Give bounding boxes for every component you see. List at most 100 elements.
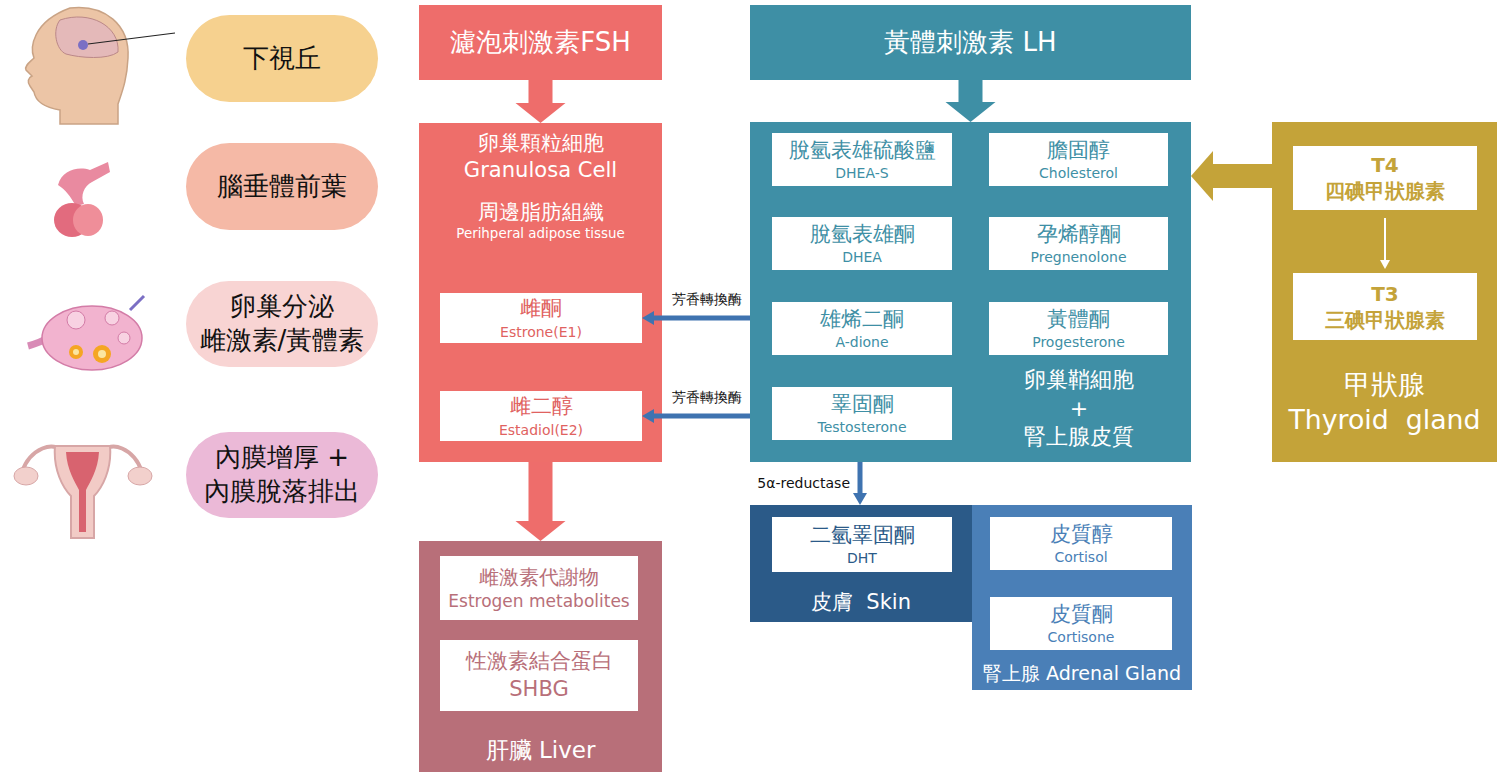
node-text: 脫氫表雄酮 <box>810 221 915 248</box>
node-box: 卵巢顆粒細胞Granulosa Cell周邊脂肪組織Perihperal adi… <box>419 123 662 462</box>
text-holder: 濾泡刺激素FSH <box>419 5 662 80</box>
text-holder: T4四碘甲狀腺素 <box>1293 146 1477 210</box>
text-holder: 孕烯醇酮Pregnenolone <box>989 217 1168 270</box>
node-text: Estadiol(E2) <box>499 421 583 439</box>
edge-label: 芳香轉換酶 <box>672 389 742 406</box>
node-text: 腦垂體前葉 <box>217 170 347 204</box>
node-text: Testosterone <box>817 418 906 436</box>
node-text: 孕烯醇酮 <box>1037 221 1121 248</box>
text-holder: 睪固酮Testosterone <box>772 387 952 440</box>
node-text: 肝臟 Liver <box>419 736 662 766</box>
node-text: T4 <box>1371 152 1399 178</box>
node-box: 腎上腺 Adrenal Gland 皮質醇Cortisol 皮質酮Cortisone <box>972 505 1192 690</box>
node-text: DHEA-S <box>835 164 888 182</box>
node-box: T4四碘甲狀腺素 <box>1293 146 1477 210</box>
node-text: DHEA <box>842 248 882 266</box>
node-text: 皮質醇 <box>1050 521 1113 548</box>
node-text: A-dione <box>835 333 888 351</box>
node-text: 雄烯二酮 <box>820 306 904 333</box>
node-box: 濾泡刺激素FSH <box>419 5 662 80</box>
node-text: 下視丘 <box>243 42 321 76</box>
node-text: Cholesterol <box>1039 164 1118 182</box>
node-text: 卵巢分泌 雌激素/黃體素 <box>198 290 366 358</box>
node-box: 雌二醇Estadiol(E2) <box>440 391 642 441</box>
node-text: 濾泡刺激素FSH <box>450 26 631 60</box>
node-box: 脫氫表雄酮DHEA <box>772 217 952 270</box>
node-text: 三碘甲狀腺素 <box>1325 307 1445 333</box>
text-holder: 卵巢鞘細胞+腎上腺皮質 <box>989 366 1169 452</box>
connector-arrow <box>516 462 566 541</box>
node-text: 膽固醇 <box>1047 137 1110 164</box>
node-box: 黃體酮Progesterone <box>989 302 1168 355</box>
node-box: 孕烯醇酮Pregnenolone <box>989 217 1168 270</box>
node-text: 內膜增厚 + 內膜脫落排出 <box>198 441 366 509</box>
node-text: 脫氫表雄硫酸鹽 <box>789 137 936 164</box>
node-text: 甲狀腺 <box>1272 368 1497 403</box>
node-text: 腎上腺 Adrenal Gland <box>972 662 1192 687</box>
node-text: 黃體刺激素 LH <box>884 26 1056 60</box>
edge-label: 芳香轉換酶 <box>672 291 742 308</box>
node-text: 雌激素代謝物 <box>479 564 599 590</box>
node-text: 黃體酮 <box>1047 306 1110 333</box>
edge-label: 5α-reductase <box>757 475 850 492</box>
text-holder: 內膜增厚 + 內膜脫落排出 <box>186 432 378 518</box>
node-text: Progesterone <box>1032 333 1125 351</box>
node-text: 四碘甲狀腺素 <box>1325 178 1445 204</box>
node-text: Granulosa Cell <box>419 156 662 183</box>
node-text: Estrone(E1) <box>500 323 582 341</box>
node-text: 雌二醇 <box>510 393 573 420</box>
text-holder: 黃體酮Progesterone <box>989 302 1168 355</box>
node-box: 腦垂體前葉 <box>186 143 378 230</box>
node-box: 雌激素代謝物Estrogen metabolites <box>440 556 638 620</box>
text-holder: 脫氫表雄硫酸鹽DHEA-S <box>772 133 952 186</box>
text-holder: 腎上腺 Adrenal Gland <box>972 662 1192 687</box>
text-holder: 皮質酮Cortisone <box>990 597 1172 650</box>
text-holder: 二氫睪固酮DHT <box>772 517 952 572</box>
node-box: 皮質醇Cortisol <box>990 517 1172 570</box>
node-box: 下視丘 <box>186 15 378 102</box>
ovary-illustration <box>28 296 144 370</box>
node-box: 甲狀腺Thyroid gland T4四碘甲狀腺素 T3三碘甲狀腺素 <box>1272 122 1497 462</box>
node-text: SHBG <box>509 676 568 703</box>
text-holder: 脫氫表雄酮DHEA <box>772 217 952 270</box>
node-text: 二氫睪固酮 <box>810 522 915 549</box>
text-holder: 卵巢顆粒細胞Granulosa Cell周邊脂肪組織Perihperal adi… <box>419 129 662 243</box>
node-text: T3 <box>1371 281 1399 307</box>
node-text: DHT <box>847 549 877 567</box>
pituitary-illustration <box>54 162 110 237</box>
node-box: 黃體刺激素 LH <box>750 5 1191 80</box>
node-box: 內膜增厚 + 內膜脫落排出 <box>186 432 378 518</box>
text-holder: 肝臟 Liver <box>419 736 662 766</box>
node-box: 皮質酮Cortisone <box>990 597 1172 650</box>
node-box: 卵巢分泌 雌激素/黃體素 <box>186 281 378 367</box>
text-holder: 黃體刺激素 LH <box>750 5 1191 80</box>
node-box: 膽固醇Cholesterol <box>989 133 1168 186</box>
node-text: 腎上腺皮質 <box>989 423 1169 452</box>
node-box: 雌酮Estrone(E1) <box>440 293 642 343</box>
text-holder: 腦垂體前葉 <box>186 143 378 230</box>
text-holder: 皮質醇Cortisol <box>990 517 1172 570</box>
text-holder: 皮膚 Skin <box>750 589 972 616</box>
text-holder: 甲狀腺Thyroid gland <box>1272 368 1497 438</box>
text-holder: T3三碘甲狀腺素 <box>1293 273 1477 340</box>
node-box: 性激素結合蛋白SHBG <box>440 640 638 711</box>
node-text: 性激素結合蛋白 <box>466 648 613 675</box>
text-holder: 卵巢分泌 雌激素/黃體素 <box>186 281 378 367</box>
node-text: 皮膚 Skin <box>750 589 972 616</box>
node-box: 二氫睪固酮DHT <box>772 517 952 572</box>
node-text: Cortisone <box>1048 628 1115 646</box>
node-text: 卵巢顆粒細胞 <box>419 129 662 156</box>
uterus-illustration <box>14 446 152 538</box>
node-text: Cortisol <box>1054 548 1107 566</box>
text-holder: 雌酮Estrone(E1) <box>440 293 642 343</box>
text-holder: 下視丘 <box>186 15 378 102</box>
connector-arrow <box>853 462 867 505</box>
node-text: Estrogen metabolites <box>448 590 629 612</box>
node-text: 睪固酮 <box>831 391 894 418</box>
node-box: 肝臟 Liver 雌激素代謝物Estrogen metabolites 性激素結合蛋… <box>419 541 662 772</box>
node-text: 卵巢鞘細胞 <box>989 366 1169 395</box>
text-holder: 雄烯二酮A-dione <box>772 302 952 355</box>
text-holder: 雌激素代謝物Estrogen metabolites <box>440 556 638 620</box>
node-text: Pregnenolone <box>1030 248 1126 266</box>
node-box: 卵巢鞘細胞+腎上腺皮質 脫氫表雄硫酸鹽DHEA-S 膽固醇Cholesterol 脫氫… <box>750 122 1191 462</box>
